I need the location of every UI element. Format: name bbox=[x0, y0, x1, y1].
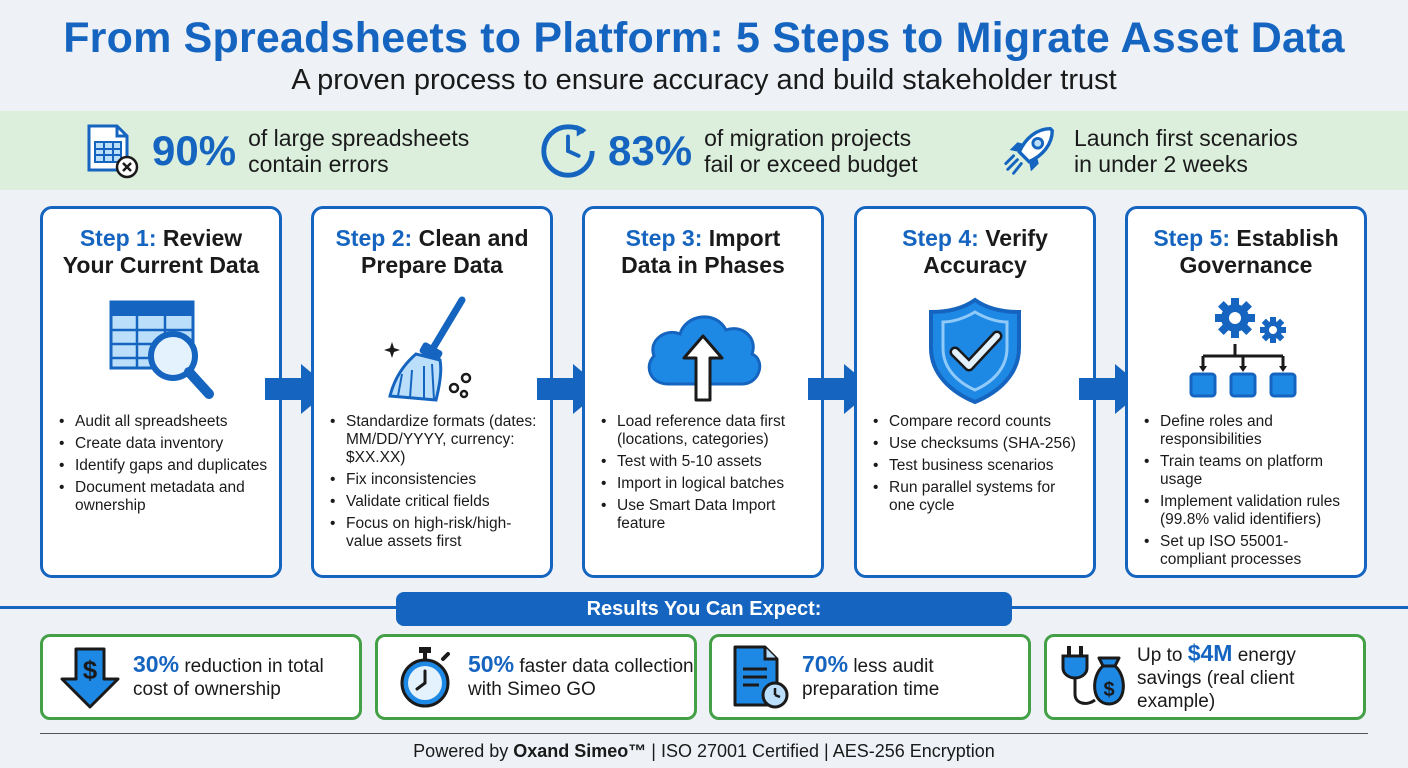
rocket-icon bbox=[1000, 121, 1060, 181]
result-text: 70% less audit preparation time bbox=[802, 651, 940, 701]
result-text: 30% reduction in total cost of ownership bbox=[133, 651, 324, 701]
list-item: Create data inventory bbox=[57, 435, 269, 453]
list-item: Run parallel systems for one cycle bbox=[871, 479, 1083, 515]
broom-icon bbox=[314, 291, 550, 411]
list-item: Implement validation rules (99.8% valid … bbox=[1142, 493, 1354, 529]
list-item: Audit all spreadsheets bbox=[57, 413, 269, 431]
list-item: Import in logical batches bbox=[599, 475, 811, 493]
result-text: Up to $4M energy savings (real client ex… bbox=[1137, 639, 1296, 712]
svg-text:$: $ bbox=[83, 655, 98, 685]
list-item: Focus on high-risk/high-value assets fir… bbox=[328, 515, 540, 551]
stopwatch-icon bbox=[390, 642, 460, 712]
result-card-collection: 50% faster data collection with Simeo GO bbox=[375, 634, 697, 720]
stat-value: 90% bbox=[152, 126, 237, 174]
list-item: Set up ISO 55001-compliant processes bbox=[1142, 533, 1354, 569]
page-subtitle: A proven process to ensure accuracy and … bbox=[291, 64, 1117, 96]
step-list: Compare record counts Use checksums (SHA… bbox=[871, 413, 1083, 519]
clock-refresh-icon bbox=[538, 121, 598, 181]
footer: Powered by Oxand Simeo™ | ISO 27001 Cert… bbox=[413, 741, 995, 761]
list-item: Test business scenarios bbox=[871, 457, 1083, 475]
stat-value: 83% bbox=[608, 126, 693, 174]
list-item: Fix inconsistencies bbox=[328, 471, 540, 489]
list-item: Define roles and responsibilities bbox=[1142, 413, 1354, 449]
document-clock-icon bbox=[724, 642, 794, 712]
list-item: Test with 5-10 assets bbox=[599, 453, 811, 471]
list-item: Standardize formats (dates: MM/DD/YYYY, … bbox=[328, 413, 540, 467]
step-list: Standardize formats (dates: MM/DD/YYYY, … bbox=[328, 413, 540, 555]
list-item: Identify gaps and duplicates bbox=[57, 457, 269, 475]
list-item: Use Smart Data Import feature bbox=[599, 497, 811, 533]
step-list: Load reference data first (locations, ca… bbox=[599, 413, 811, 537]
shield-check-icon bbox=[857, 291, 1093, 411]
footer-divider bbox=[40, 733, 1368, 734]
result-text: 50% faster data collection with Simeo GO bbox=[468, 651, 694, 701]
cloud-upload-icon bbox=[585, 291, 821, 411]
result-card-tco: $ 30% reduction in total cost of ownersh… bbox=[40, 634, 362, 720]
svg-text:$: $ bbox=[1103, 679, 1114, 701]
list-item: Train teams on platform usage bbox=[1142, 453, 1354, 489]
page-title: From Spreadsheets to Platform: 5 Steps t… bbox=[63, 14, 1345, 62]
step-list: Define roles and responsibilities Train … bbox=[1142, 413, 1354, 573]
list-item: Use checksums (SHA-256) bbox=[871, 435, 1083, 453]
gears-hierarchy-icon bbox=[1128, 291, 1364, 411]
result-card-energy: $ Up to $4M energy savings (real client … bbox=[1044, 634, 1366, 720]
spreadsheet-error-icon bbox=[82, 121, 142, 181]
plug-money-bag-icon: $ bbox=[1059, 642, 1129, 712]
list-item: Compare record counts bbox=[871, 413, 1083, 431]
table-magnifier-icon bbox=[43, 291, 279, 411]
step-list: Audit all spreadsheets Create data inven… bbox=[57, 413, 269, 519]
dollar-down-arrow-icon: $ bbox=[55, 642, 125, 712]
list-item: Validate critical fields bbox=[328, 493, 540, 511]
result-card-audit: 70% less audit preparation time bbox=[709, 634, 1031, 720]
list-item: Load reference data first (locations, ca… bbox=[599, 413, 811, 449]
list-item: Document metadata and ownership bbox=[57, 479, 269, 515]
results-banner: Results You Can Expect: bbox=[396, 592, 1012, 626]
